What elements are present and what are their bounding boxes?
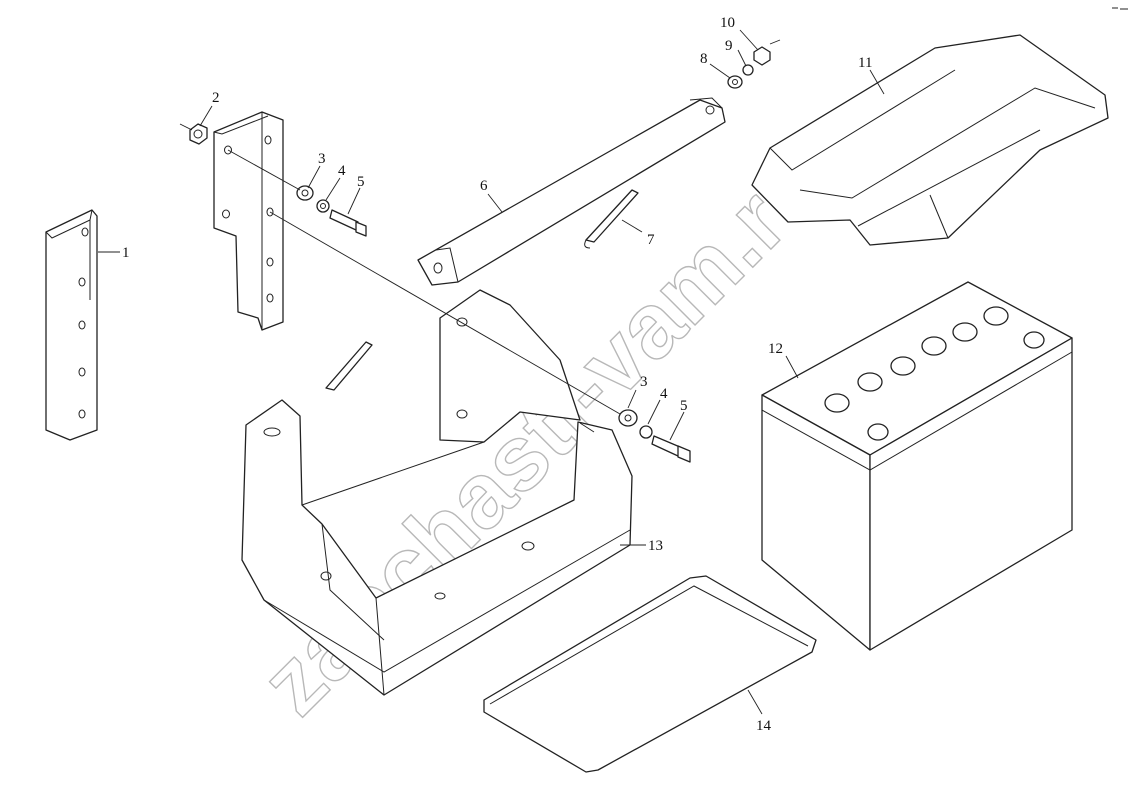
part-3-washer-lower — [618, 409, 638, 427]
callout-9: 9 — [725, 38, 733, 54]
callout-5-upper: 5 — [357, 174, 365, 190]
corner-mark — [1112, 7, 1128, 10]
part-13-battery-tray — [241, 289, 633, 696]
part-10-nut — [753, 46, 771, 66]
callout-13: 13 — [648, 538, 663, 554]
part-2-nut — [189, 123, 208, 145]
angled-bracket — [213, 111, 284, 331]
callout-2: 2 — [212, 90, 220, 106]
battery-terminals — [867, 331, 1045, 441]
callout-3-upper: 3 — [318, 151, 326, 167]
callouts: 1 2 3 4 5 6 7 8 9 10 11 12 3 4 5 13 14 — [122, 15, 872, 734]
battery-caps — [824, 306, 1009, 413]
leader-lines — [98, 29, 885, 715]
callout-11: 11 — [858, 55, 872, 71]
callout-10: 10 — [720, 15, 735, 31]
callout-7: 7 — [647, 232, 655, 248]
part-4-lockwasher-upper — [316, 199, 330, 213]
callout-3-lower: 3 — [640, 374, 648, 390]
part-5-bolt-lower — [651, 435, 691, 463]
callout-8: 8 — [700, 51, 708, 67]
part-6-support-bar — [417, 97, 726, 286]
part-5-bolt-upper — [329, 209, 367, 237]
callout-14: 14 — [756, 718, 772, 734]
tray-j-bolt — [325, 341, 373, 391]
part-1-bracket — [45, 209, 98, 441]
callout-1: 1 — [122, 245, 130, 261]
callout-4-upper: 4 — [338, 163, 346, 179]
part-9-lockwasher — [742, 64, 754, 76]
callout-6: 6 — [480, 178, 488, 194]
part-7-j-bolt — [584, 189, 639, 249]
callout-4-lower: 4 — [660, 386, 668, 402]
part-11-battery-cover — [751, 34, 1109, 246]
part-3-washer-upper — [296, 185, 314, 201]
part-8-washer — [727, 75, 743, 89]
callout-12: 12 — [768, 341, 783, 357]
part-4-lockwasher-lower — [639, 425, 653, 439]
part-14-mat — [483, 575, 817, 773]
callout-5-lower: 5 — [680, 398, 688, 414]
part-12-battery — [761, 281, 1073, 651]
